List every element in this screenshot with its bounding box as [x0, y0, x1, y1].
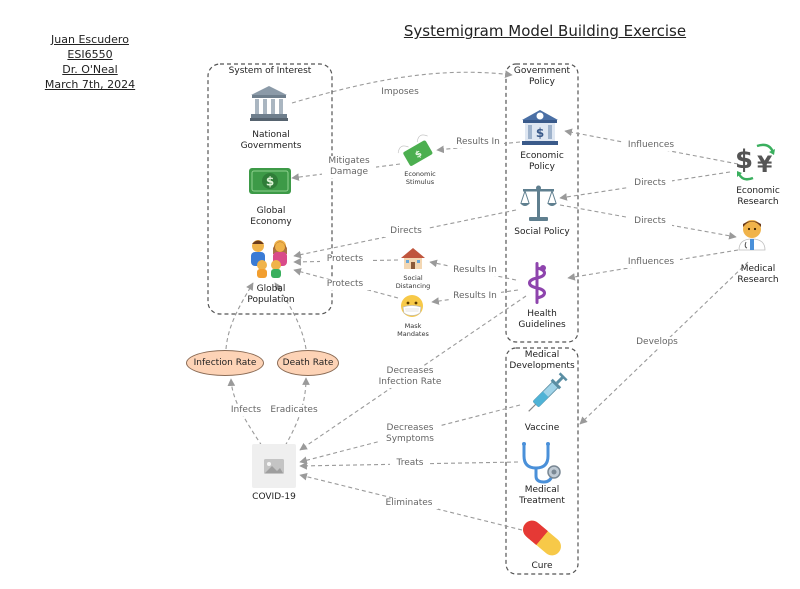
government-policy-title: Government Policy [513, 66, 571, 87]
medical-treatment-label: Medical Treatment [519, 485, 565, 506]
edge-label-eliminates: Eliminates [380, 498, 438, 509]
global-economy-label: Global Economy [250, 206, 292, 227]
death-rate-node: Death Rate [277, 350, 339, 376]
edge-infection-to-population [225, 282, 254, 350]
course-code: ESI6550 [67, 48, 113, 61]
health-guidelines-label: Health Guidelines [518, 309, 566, 330]
author-name: Juan Escudero [51, 33, 129, 46]
face-mask-icon [401, 295, 423, 317]
system-of-interest-group [207, 63, 333, 315]
medical-research-label: Medical Research [737, 264, 779, 285]
syringe-icon [528, 372, 568, 412]
covid-image-placeholder [252, 444, 296, 488]
balance-scale-icon [520, 185, 557, 221]
system-of-interest-title: System of Interest [228, 66, 312, 76]
instructor-name: Dr. O'Neal [62, 63, 118, 76]
covid-label: COVID-19 [252, 492, 296, 502]
edge-label-eradicates: Eradicates [266, 405, 322, 416]
edge-label-results-in-2: Results In [449, 265, 501, 276]
edge-protects-2 [293, 268, 399, 299]
svg-text:$: $ [735, 145, 753, 175]
currency-exchange-icon: $ ¥ [735, 143, 775, 181]
edge-label-results-in-1: Results In [452, 137, 504, 148]
pill-icon [523, 520, 561, 556]
national-governments-label: National Governments [240, 130, 302, 151]
edge-label-develops: Develops [632, 337, 682, 348]
edge-death-to-population [274, 282, 307, 350]
medical-developments-group [505, 347, 579, 575]
economic-research-label: Economic Research [736, 186, 780, 207]
flying-money-icon: $ [397, 134, 433, 166]
social-policy-label: Social Policy [514, 227, 570, 237]
image-icon [264, 459, 284, 474]
mask-mandates-label: Mask Mandates [397, 322, 429, 338]
edge-label-protects-1: Protects [320, 254, 370, 265]
banknote-icon: $ [249, 168, 291, 194]
svg-text:$: $ [414, 149, 424, 161]
vaccine-label: Vaccine [524, 423, 560, 433]
edge-label-directs-2: Directs [628, 216, 672, 227]
edge-label-directs-1: Directs [628, 178, 672, 189]
edge-label-protects-2: Protects [320, 279, 370, 290]
svg-text:¥: ¥ [757, 153, 773, 178]
health-worker-icon [738, 220, 766, 251]
date-label: March 7th, 2024 [44, 78, 136, 91]
economic-stimulus-label: Economic Stimulus [404, 170, 436, 186]
edge-infects [227, 378, 263, 447]
svg-text:$: $ [536, 126, 544, 140]
edge-eradicates [284, 377, 310, 447]
social-distancing-label: Social Distancing [395, 274, 431, 290]
edge-label-results-in-3: Results In [449, 291, 501, 302]
edge-label-decreases-symptoms: Decreases Symptoms [380, 423, 440, 445]
global-population-label: Global Population [247, 284, 295, 305]
diagram-title: Systemigram Model Building Exercise [403, 22, 687, 40]
cure-label: Cure [531, 561, 553, 571]
edge-label-treats: Treats [390, 458, 430, 469]
economic-policy-label: Economic Policy [520, 151, 564, 172]
edge-label-mitigates-damage: Mitigates Damage [322, 156, 376, 178]
family-icon [251, 240, 287, 278]
edge-label-decreases-infection-rate: Decreases Infection Rate [370, 366, 450, 388]
edge-label-infects: Infects [224, 405, 268, 416]
edge-imposes [291, 70, 513, 104]
edge-label-influences-1: Influences [622, 140, 680, 151]
edge-develops [579, 261, 749, 425]
stethoscope-icon [522, 442, 561, 484]
edge-label-influences-2: Influences [622, 257, 680, 268]
svg-text:$: $ [266, 175, 274, 189]
edge-treats [299, 461, 519, 470]
house-icon [401, 248, 425, 269]
government-building-icon [250, 86, 288, 121]
medical-developments-title: Medical Developments [509, 350, 575, 371]
medical-symbol-icon [528, 262, 546, 304]
edge-directs-2 [559, 204, 737, 240]
bank-icon: $ [522, 110, 558, 145]
infection-rate-node: Infection Rate [186, 350, 264, 376]
edge-label-directs-3: Directs [384, 226, 428, 237]
government-policy-group [505, 63, 579, 343]
edge-label-imposes: Imposes [376, 87, 424, 98]
edge-influences-1 [564, 128, 739, 165]
